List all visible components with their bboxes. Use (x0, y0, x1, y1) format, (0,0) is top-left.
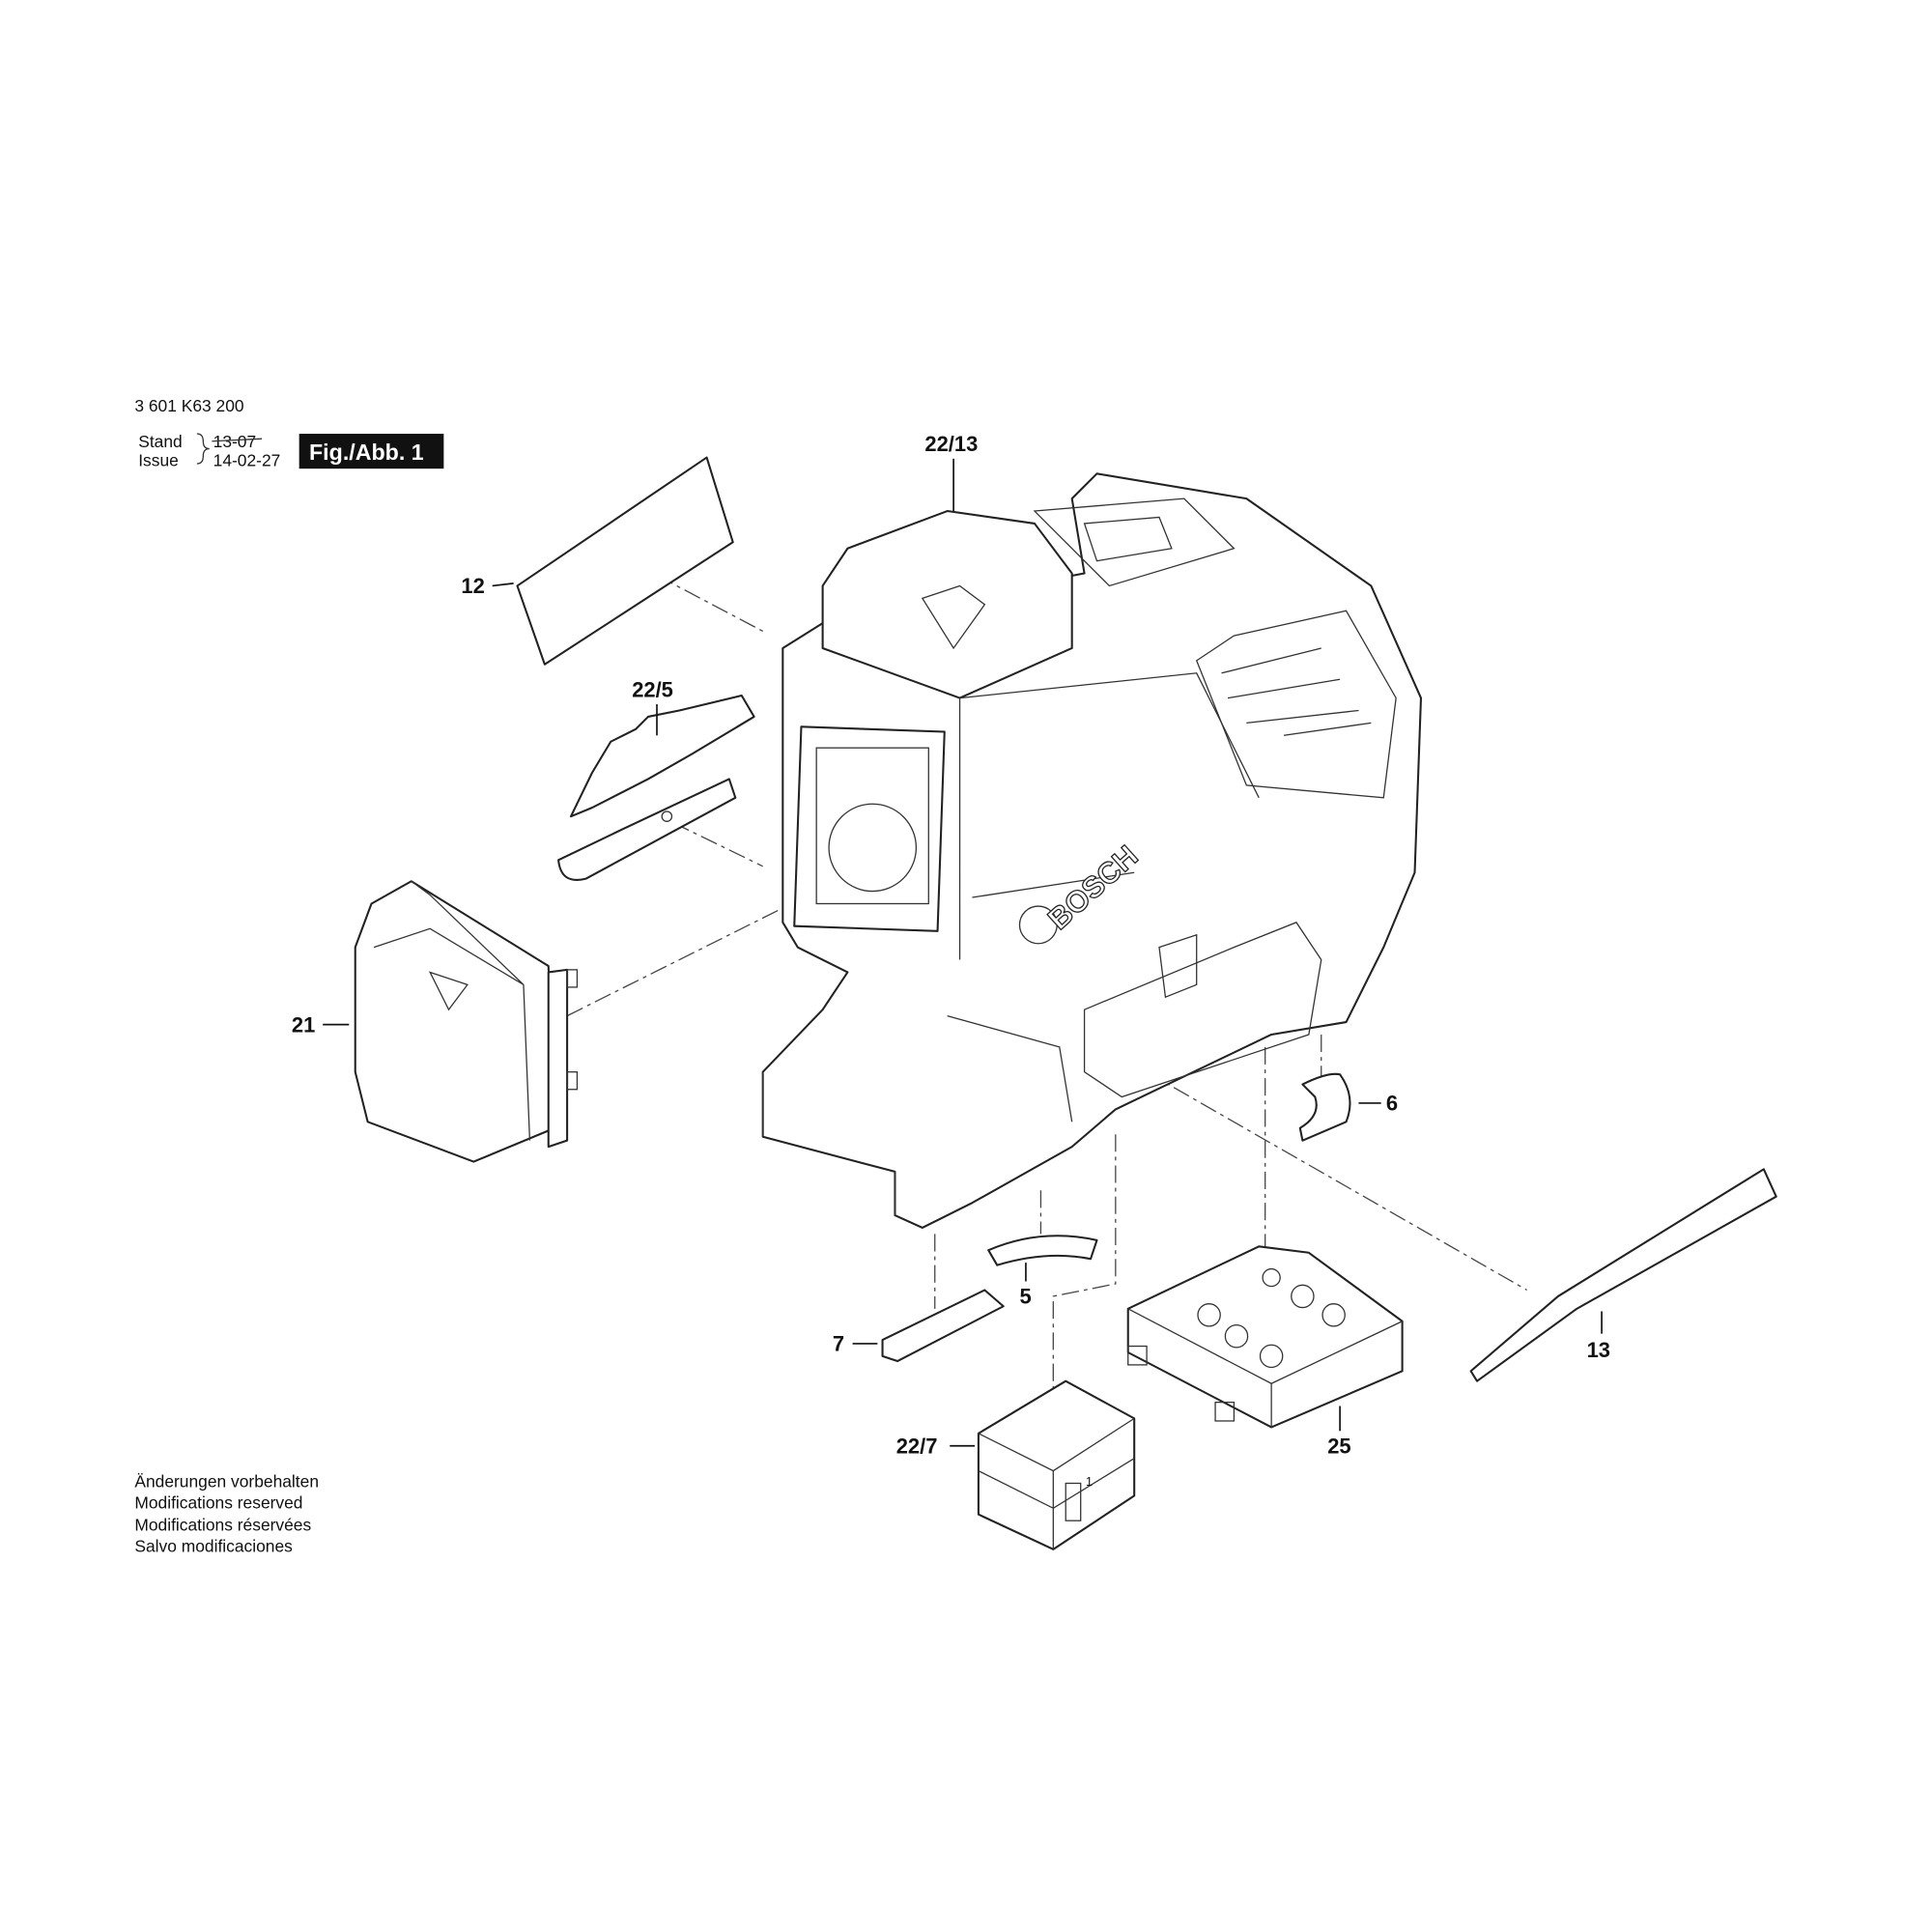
figure-badge-bg (298, 434, 444, 469)
brace (196, 433, 210, 465)
callout-22-13: 22/13 (924, 432, 978, 456)
footer-fr: Modifications réservées (134, 1516, 311, 1535)
part-25-base-plate (1126, 1245, 1404, 1429)
issue-label: Issue (138, 451, 179, 470)
assembly-line (566, 909, 780, 1017)
footer-de: Änderungen vorbehalten (134, 1471, 319, 1491)
part-number: 3 601 K63 200 (134, 396, 243, 415)
footer-es: Salvo modificaciones (134, 1536, 293, 1555)
part-22-7-battery: 1 (977, 1379, 1136, 1550)
part-5-pad (987, 1235, 1098, 1266)
leader-line (492, 582, 514, 587)
figure-badge: Fig./Abb. 1 (309, 440, 424, 465)
bosch-armature-logo (1018, 905, 1058, 945)
callout-22-7: 22/7 (896, 1435, 938, 1459)
assembly-line (1052, 1134, 1117, 1415)
callout-25: 25 (1327, 1435, 1350, 1459)
callout-22-5: 22/5 (632, 677, 673, 701)
part-6-pad (1298, 1072, 1351, 1142)
assembly-line (672, 822, 763, 867)
stand-label: Stand (138, 432, 183, 451)
part-12-label-plate (516, 456, 734, 666)
callout-13: 13 (1587, 1338, 1610, 1362)
battery-mark: 1 (1086, 1474, 1093, 1489)
assembly-line (1146, 1071, 1527, 1292)
strikethrough (212, 438, 262, 442)
footer-en: Modifications reserved (134, 1492, 302, 1512)
part-21-window-cover (354, 880, 579, 1163)
callout-21: 21 (292, 1012, 315, 1037)
laser-level-housing: BOSCH (761, 472, 1422, 1229)
callout-6: 6 (1386, 1092, 1398, 1116)
issue-date: 14-02-27 (213, 451, 281, 470)
callout-7: 7 (833, 1332, 844, 1356)
part-7-pad (881, 1289, 1005, 1363)
callout-12: 12 (461, 574, 484, 598)
callout-5: 5 (1019, 1285, 1031, 1309)
part-13-wedge (1469, 1168, 1777, 1382)
part-22-5-clip (557, 694, 755, 881)
stand-date: 13-07 (213, 432, 257, 451)
